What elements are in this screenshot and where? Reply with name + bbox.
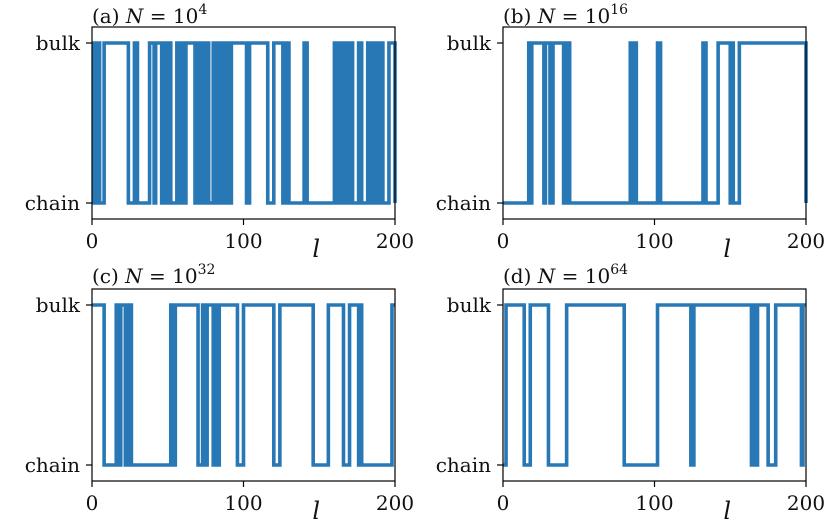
- x-tick-label: 200: [787, 491, 825, 515]
- x-tick-label: 0: [86, 491, 99, 515]
- panel-title-exponent: 32: [198, 262, 216, 278]
- y-tick-label: bulk: [36, 293, 81, 317]
- x-tick-label: 100: [224, 491, 262, 515]
- x-tick-label: 100: [635, 491, 673, 515]
- x-tick-label: 200: [376, 229, 414, 253]
- x-tick-label: 200: [787, 229, 825, 253]
- panel-title-var: N: [125, 4, 145, 28]
- y-tick-label: chain: [436, 191, 491, 215]
- x-tick-label: 0: [86, 229, 99, 253]
- panel-title-prefix: (c): [92, 264, 125, 288]
- panel-title-eq: = 10: [143, 264, 198, 288]
- x-axis-label: l: [312, 235, 320, 263]
- panel-title: (a) N = 104: [92, 2, 207, 28]
- panel-title-exponent: 64: [610, 262, 628, 278]
- y-tick-label: chain: [436, 453, 491, 477]
- panel-title-eq: = 10: [555, 4, 610, 28]
- series-line: [503, 303, 806, 467]
- panel-c: 0 100 200 chain bulk l (c) N = 1032: [25, 262, 414, 525]
- y-tick-label: bulk: [447, 31, 492, 55]
- x-axis-label: l: [312, 497, 320, 525]
- panel-title-var: N: [537, 264, 557, 288]
- y-tick-label: chain: [25, 453, 80, 477]
- panel-title-var: N: [537, 4, 557, 28]
- y-tick-label: chain: [25, 191, 80, 215]
- series-line: [91, 41, 397, 205]
- panel-title-exponent: 16: [610, 2, 628, 18]
- panel-title-eq: = 10: [143, 4, 198, 28]
- series-line: [92, 303, 395, 467]
- panel-title: (d) N = 1064: [503, 262, 628, 288]
- panel-a: 0 100 200 chain bulk l (a) N = 104: [25, 2, 414, 263]
- panel-d: 0 100 200 chain bulk l (d) N = 1064: [436, 262, 825, 525]
- panel-title-var: N: [124, 264, 144, 288]
- panel-title-prefix: (b): [503, 4, 538, 28]
- y-tick-label: bulk: [447, 293, 492, 317]
- x-tick-label: 0: [497, 229, 510, 253]
- panel-title: (c) N = 1032: [92, 262, 215, 288]
- panel-title-prefix: (a): [92, 4, 126, 28]
- series-line: [503, 41, 808, 205]
- panel-b: 0 100 200 chain bulk l (b) N = 1016: [436, 2, 825, 263]
- panel-title: (b) N = 1016: [503, 2, 628, 28]
- x-axis-label: l: [723, 497, 731, 525]
- x-tick-label: 200: [376, 491, 414, 515]
- x-tick-label: 0: [497, 491, 510, 515]
- panel-title-prefix: (d): [503, 264, 538, 288]
- x-tick-label: 100: [635, 229, 673, 253]
- x-tick-label: 100: [224, 229, 262, 253]
- panel-title-exponent: 4: [198, 2, 207, 18]
- panel-title-eq: = 10: [555, 264, 610, 288]
- y-tick-label: bulk: [36, 31, 81, 55]
- x-axis-label: l: [723, 235, 731, 263]
